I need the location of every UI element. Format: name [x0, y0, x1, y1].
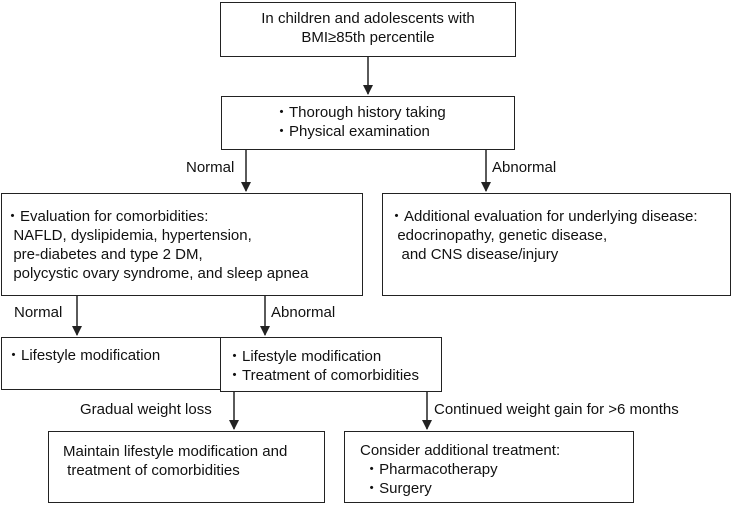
start-line-2: BMI≥85th percentile [301, 29, 435, 46]
underlying-line-2: edocrinopathy, genetic disease, [389, 227, 608, 244]
lifestyle-line-1: ・Lifestyle modification [6, 347, 161, 364]
lifestyle-box: ・Lifestyle modification [1, 337, 237, 390]
history-line-2: ・Physical examination [274, 123, 430, 140]
lifestyle-treatment-box: ・Lifestyle modification ・Treatment of co… [220, 337, 442, 392]
additional-treatment-box: Consider additional treatment: ・Pharmaco… [344, 431, 634, 503]
underlying-line-3: and CNS disease/injury [389, 246, 559, 263]
comorbidity-abnormal-label: Abnormal [271, 304, 336, 321]
lifestyle-treatment-line-1: ・Lifestyle modification [227, 348, 382, 365]
lifestyle-treatment-line-2: ・Treatment of comorbidities [227, 367, 420, 384]
maintain-line-2: treatment of comorbidities [63, 462, 240, 479]
underlying-line-1: ・Additional evaluation for underlying di… [389, 208, 698, 225]
underlying-eval-box: ・Additional evaluation for underlying di… [382, 193, 731, 296]
maintain-line-1: Maintain lifestyle modification and [63, 443, 288, 460]
history-abnormal-label: Abnormal [492, 159, 557, 176]
comorbidity-normal-label: Normal [14, 304, 63, 321]
additional-treatment-line-2: ・Pharmacotherapy [360, 461, 498, 478]
comorbidity-line-3: pre-diabetes and type 2 DM, [5, 246, 203, 263]
history-line-1: ・Thorough history taking [274, 104, 446, 121]
comorbidity-line-2: NAFLD, dyslipidemia, hypertension, [5, 227, 252, 244]
start-line-1: In children and adolescents with [261, 10, 475, 27]
maintain-box: Maintain lifestyle modification and trea… [48, 431, 325, 503]
history-box: ・Thorough history taking ・Physical exami… [221, 96, 515, 150]
start-box: In children and adolescents with BMI≥85t… [220, 2, 516, 57]
history-normal-label: Normal [186, 159, 235, 176]
comorbidity-line-1: ・Evaluation for comorbidities: [5, 208, 209, 225]
comorbidity-eval-box: ・Evaluation for comorbidities: NAFLD, dy… [1, 193, 363, 296]
additional-treatment-line-3: ・Surgery [360, 480, 432, 497]
weight-loss-label: Gradual weight loss [80, 401, 212, 418]
comorbidity-line-4: polycystic ovary syndrome, and sleep apn… [5, 265, 309, 282]
weight-gain-label: Continued weight gain for >6 months [434, 401, 679, 418]
additional-treatment-line-1: Consider additional treatment: [360, 442, 561, 459]
